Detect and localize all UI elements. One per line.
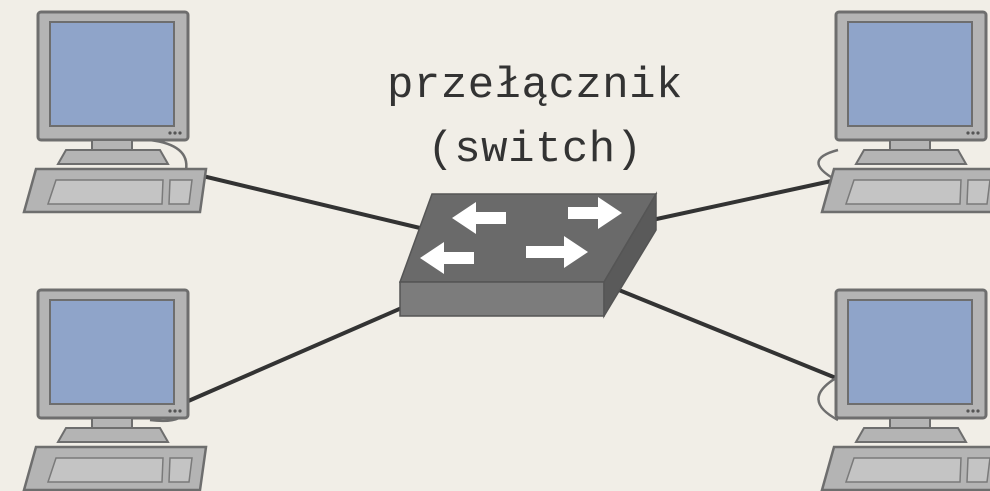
links xyxy=(184,170,838,404)
computer-bottom-left xyxy=(22,288,208,491)
link-bottom-left xyxy=(184,298,422,404)
computer-top-right xyxy=(820,10,990,214)
link-top-left xyxy=(184,170,422,230)
link-top-right xyxy=(650,178,838,222)
network-switch-icon xyxy=(398,191,658,319)
switch-arrows xyxy=(420,197,622,274)
computer-bottom-right xyxy=(820,288,990,491)
link-bottom-right xyxy=(602,282,838,380)
computer-top-left xyxy=(22,10,208,214)
switch-label-line1: przełącznik xyxy=(387,61,683,111)
switch-label-line2: (switch) xyxy=(427,125,643,175)
